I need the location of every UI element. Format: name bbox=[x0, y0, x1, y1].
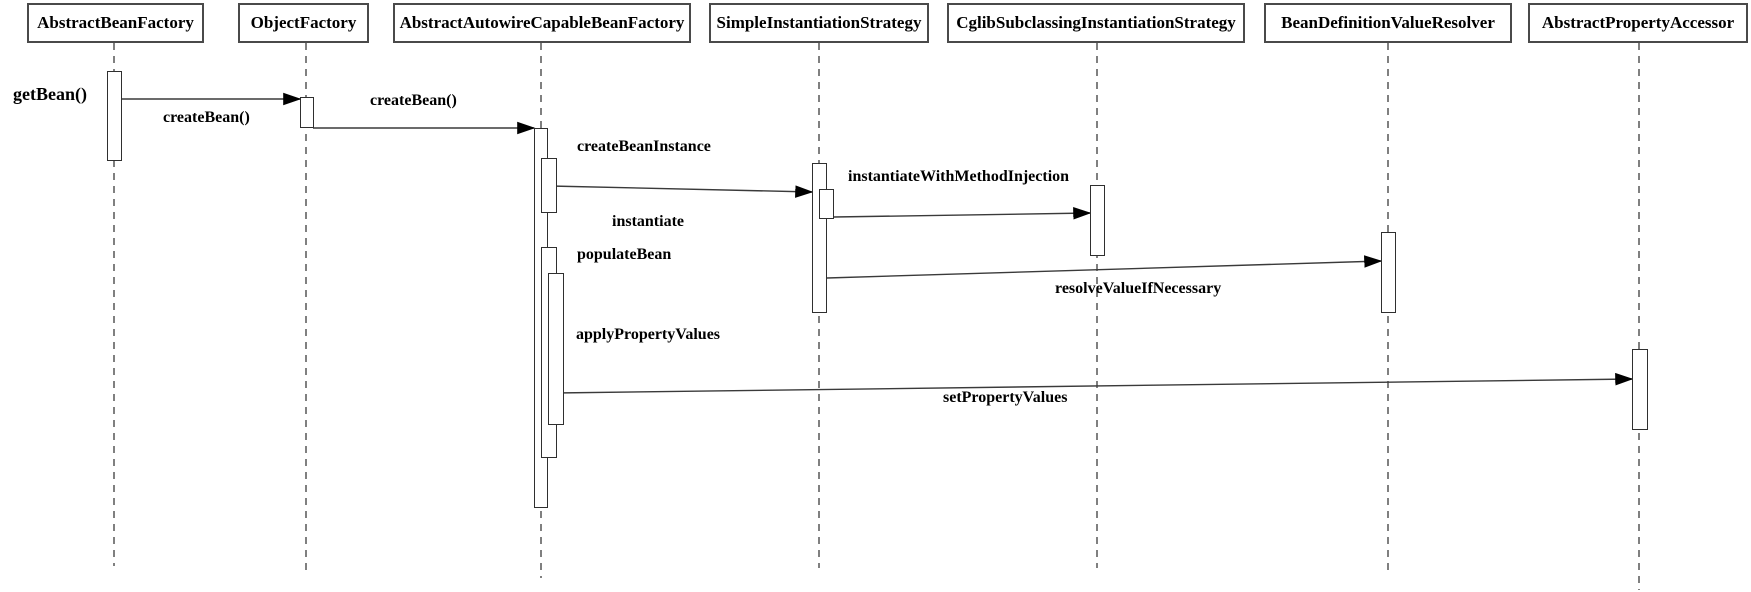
label-get-bean: getBean() bbox=[13, 84, 87, 104]
label-create-bean-1: createBean() bbox=[163, 109, 250, 126]
label-populate-bean: populateBean bbox=[577, 246, 672, 263]
activation-apa bbox=[1632, 349, 1648, 430]
activation-abstract-bean-factory bbox=[107, 71, 122, 161]
activation-bdvr bbox=[1381, 232, 1396, 313]
activation-aacbf-create-bean-instance bbox=[541, 158, 557, 213]
label-instantiate-with-method-injection: instantiateWithMethodInjection bbox=[848, 168, 1070, 185]
label-create-bean-2: createBean() bbox=[370, 92, 457, 109]
participant-box-abstract-autowire-capable-bean-factory: AbstractAutowireCapableBeanFactory bbox=[393, 3, 691, 43]
label-set-property-values: setPropertyValues bbox=[943, 389, 1068, 406]
arrow-instantiate bbox=[549, 185, 814, 198]
label-apply-property-values: applyPropertyValues bbox=[576, 326, 721, 343]
participant-box-bean-definition-value-resolver: BeanDefinitionValueResolver bbox=[1264, 3, 1512, 43]
participant-box-cglib-subclassing-instantiation-strategy: CglibSubclassingInstantiationStrategy bbox=[947, 3, 1245, 43]
participant-box-object-factory: ObjectFactory bbox=[238, 3, 369, 43]
label-instantiate: instantiate bbox=[612, 213, 684, 230]
activation-sis-main bbox=[812, 163, 827, 313]
label-create-bean-instance: createBeanInstance bbox=[577, 138, 711, 155]
activation-object-factory bbox=[300, 97, 314, 128]
participant-box-abstract-property-accessor: AbstractPropertyAccessor bbox=[1528, 3, 1748, 43]
participant-box-simple-instantiation-strategy: SimpleInstantiationStrategy bbox=[709, 3, 929, 43]
activation-cglib bbox=[1090, 185, 1105, 256]
participant-box-abstract-bean-factory: AbstractBeanFactory bbox=[27, 3, 204, 43]
activation-sis-nested bbox=[819, 189, 834, 219]
activation-aacbf-apply-property-values bbox=[548, 273, 564, 425]
arrow-instantiate-with-method-injection bbox=[833, 206, 1092, 220]
arrow-set-property-values bbox=[554, 372, 1634, 394]
label-resolve-value-if-necessary: resolveValueIfNecessary bbox=[1055, 280, 1222, 297]
arrow-resolve-value-if-necessary bbox=[826, 255, 1383, 279]
